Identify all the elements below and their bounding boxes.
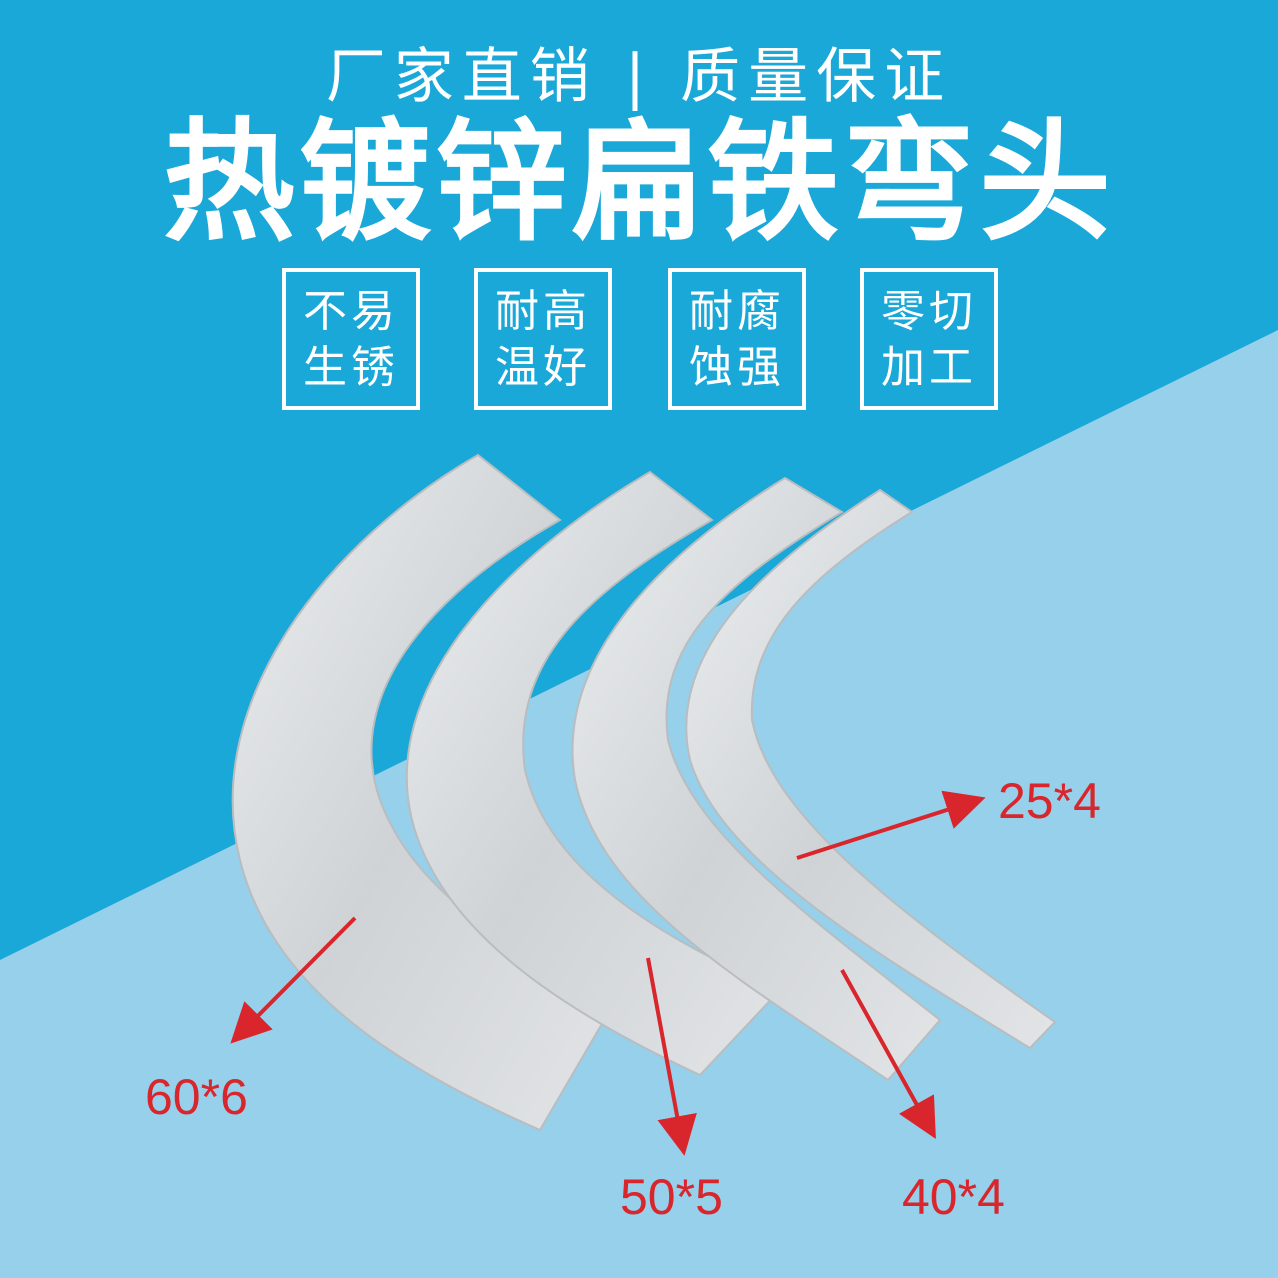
feature-line: 蚀强 (689, 342, 785, 393)
arrow-50x5 (646, 957, 697, 1156)
feature-line: 加工 (881, 342, 977, 393)
size-label-60x6: 60*6 (145, 1069, 248, 1125)
arrow-40x4 (840, 969, 936, 1139)
feature-line: 温好 (495, 342, 591, 393)
page-title: 热镀锌扁铁弯头 (163, 106, 1115, 260)
feature-badge-heat: 耐高 温好 (474, 268, 612, 410)
feature-line: 生锈 (303, 342, 399, 393)
size-label-40x4: 40*4 (902, 1169, 1005, 1225)
feature-line: 零切 (881, 286, 977, 337)
arrow-60x6 (230, 916, 357, 1044)
size-label-50x5: 50*5 (620, 1169, 723, 1225)
feature-line: 耐腐 (689, 286, 785, 337)
feature-line: 耐高 (495, 286, 591, 337)
feature-badge-corrosion: 耐腐 蚀强 (668, 268, 806, 410)
elbow-25x4 (685, 488, 1057, 1050)
size-label-25x4: 25*4 (998, 773, 1101, 829)
feature-badge-rust: 不易 生锈 (282, 268, 420, 410)
arrow-25x4 (796, 790, 986, 860)
tagline: 厂家直销 | 质量保证 (325, 42, 953, 112)
elbow-50x5 (405, 470, 782, 1077)
feature-line: 不易 (303, 286, 399, 337)
elbow-40x4 (571, 476, 942, 1082)
feature-badge-processing: 零切 加工 (860, 268, 998, 410)
